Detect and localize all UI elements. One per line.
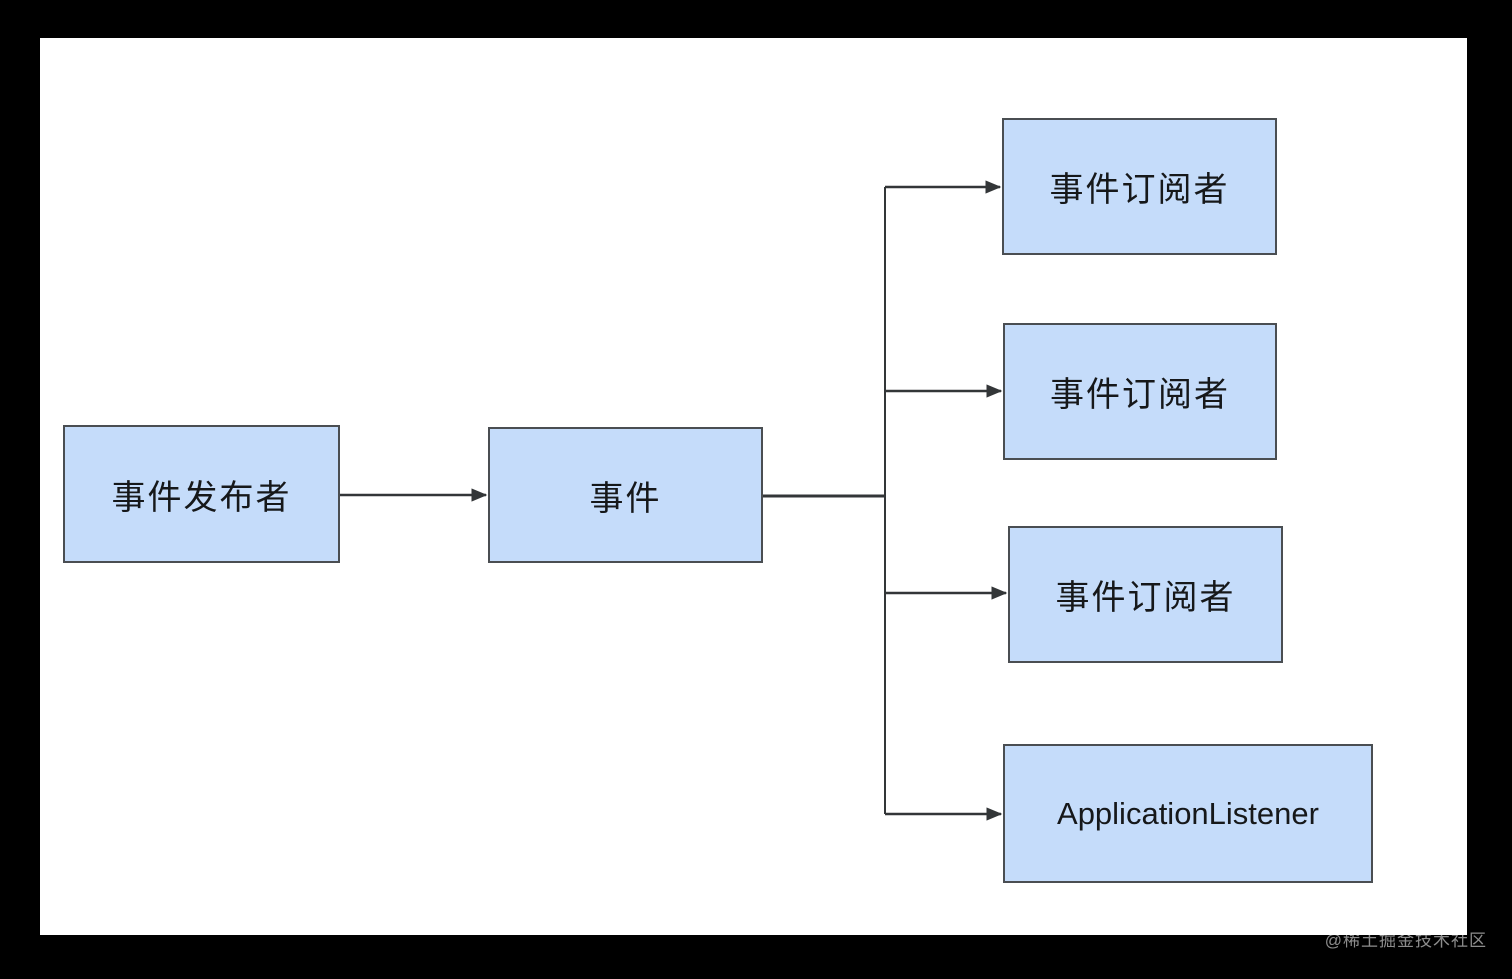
node-event-publisher: 事件发布者 xyxy=(63,425,340,563)
node-event-subscriber-3-label: 事件订阅者 xyxy=(1055,579,1236,617)
node-event: 事件 xyxy=(488,427,763,563)
node-application-listener-label: ApplicationListener xyxy=(1057,795,1319,831)
node-event-subscriber-3: 事件订阅者 xyxy=(1008,526,1283,663)
node-event-subscriber-2-label: 事件订阅者 xyxy=(1050,376,1230,414)
connector-lines xyxy=(340,180,1008,821)
node-event-publisher-label: 事件发布者 xyxy=(111,478,292,517)
diagram-canvas: 事件发布者 事件 事件订阅者 事件订阅者 事件订阅者 ApplicationLi… xyxy=(40,38,1467,935)
node-event-subscriber-1: 事件订阅者 xyxy=(1002,118,1277,255)
watermark: @稀土掘金技术社区 xyxy=(1324,931,1487,950)
node-event-label: 事件 xyxy=(589,479,662,518)
node-application-listener: ApplicationListener xyxy=(1003,744,1373,883)
node-event-subscriber-2: 事件订阅者 xyxy=(1003,323,1277,460)
node-event-subscriber-1-label: 事件订阅者 xyxy=(1049,171,1230,209)
